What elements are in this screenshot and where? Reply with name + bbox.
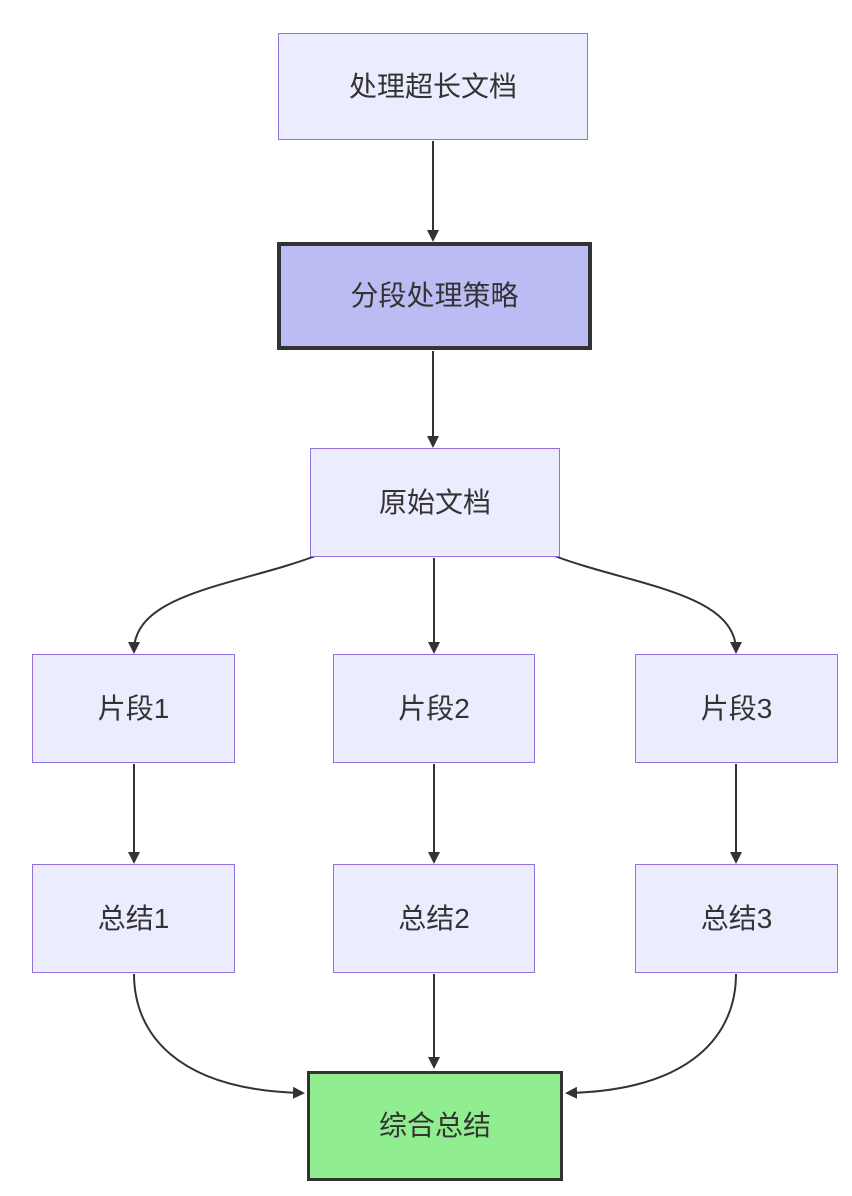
node-segment-1: 片段1 xyxy=(32,654,235,763)
node-segment-3: 片段3 xyxy=(635,654,838,763)
node-source-doc: 原始文档 xyxy=(310,448,560,557)
node-final-summary: 综合总结 xyxy=(307,1071,563,1181)
node-summary-1: 总结1 xyxy=(32,864,235,973)
node-summary-2: 总结2 xyxy=(333,864,535,973)
node-segment-2-label: 片段2 xyxy=(398,692,470,724)
node-strategy-label: 分段处理策略 xyxy=(350,280,519,312)
node-summary-3-label: 总结3 xyxy=(700,902,773,934)
node-final-summary-label: 综合总结 xyxy=(378,1110,491,1142)
node-summary-2-label: 总结2 xyxy=(398,902,470,934)
node-strategy: 分段处理策略 xyxy=(277,242,592,350)
node-segment-3-label: 片段3 xyxy=(700,692,773,724)
edge-source-seg3 xyxy=(551,554,742,654)
edge-sum3-final xyxy=(565,973,737,1099)
node-task: 处理超长文档 xyxy=(278,33,588,140)
node-segment-2: 片段2 xyxy=(333,654,535,763)
node-task-label: 处理超长文档 xyxy=(348,70,517,102)
node-segment-1-label: 片段1 xyxy=(97,692,170,724)
edge-sum1-final xyxy=(133,973,305,1099)
node-summary-3: 总结3 xyxy=(635,864,838,973)
node-source-doc-label: 原始文档 xyxy=(378,486,491,518)
edge-source-seg1 xyxy=(128,554,319,654)
node-summary-1-label: 总结1 xyxy=(97,902,170,934)
